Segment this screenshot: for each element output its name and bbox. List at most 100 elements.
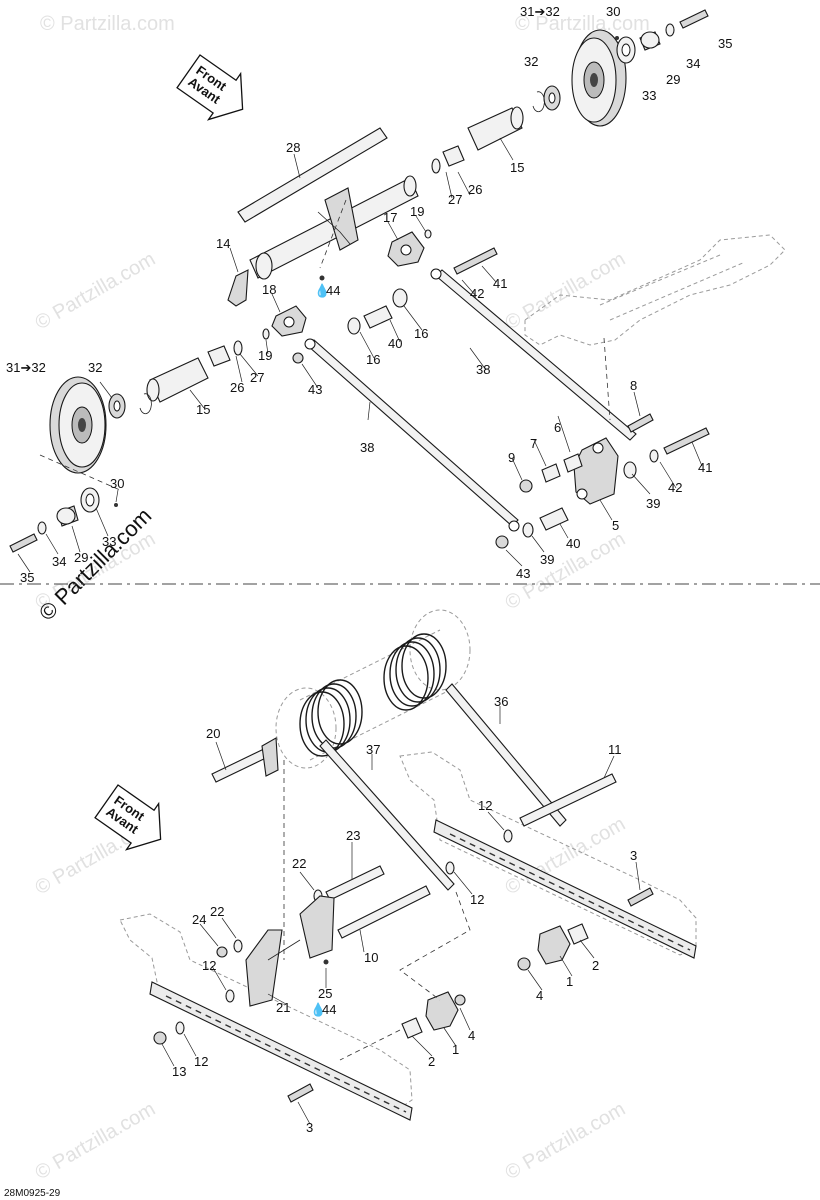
callout-4: 4 [468, 1028, 475, 1043]
spacer-40-top [363, 305, 393, 329]
bushing-2-a [567, 923, 589, 945]
bolt-41-top [453, 247, 498, 275]
shaft-23 [325, 865, 385, 901]
callout-2: 2 [592, 958, 599, 973]
pin-20 [211, 747, 271, 783]
washer-12-d [175, 1021, 185, 1035]
callout-27: 27 [448, 192, 462, 207]
rear-arm-outline [524, 234, 786, 346]
rocker-bracket-5 [573, 437, 619, 505]
lever-14 [227, 269, 249, 307]
nut-24 [216, 946, 228, 958]
callout-44: 44 [322, 1002, 336, 1017]
bolt-8 [627, 413, 654, 433]
callout-14: 14 [216, 236, 230, 251]
callout-26: 26 [468, 182, 482, 197]
callout-29: 29 [74, 550, 88, 565]
callout-22: 22 [210, 904, 224, 919]
callout-31-32: 31➔32 [6, 360, 46, 375]
callout-20: 20 [206, 726, 220, 741]
callout-19: 19 [410, 204, 424, 219]
callout-19: 19 [258, 348, 272, 363]
washer-34-right [665, 23, 675, 37]
slide-rail-right [433, 819, 697, 959]
bushing-26-right [442, 145, 465, 167]
setscrew-30-left [114, 503, 118, 507]
bolt-3-low [287, 1083, 314, 1103]
callout-34: 34 [52, 554, 66, 569]
pivot-bracket-18 [271, 305, 307, 337]
front-arrow-upper: Front Avant [176, 54, 244, 121]
ring-27-right [431, 158, 441, 174]
spacer-33-right [616, 36, 636, 64]
oil-drop-icon: 💧 [314, 283, 330, 298]
callout-42: 42 [470, 286, 484, 301]
callout-33: 33 [642, 88, 656, 103]
cap-29-left [56, 505, 79, 527]
nut-43-top [292, 352, 304, 364]
oil-drop-icon: 💧 [310, 1002, 326, 1017]
callout-5: 5 [612, 518, 619, 533]
axle-28 [237, 127, 388, 223]
bushing-7 [541, 463, 561, 483]
bushing-39-b [522, 522, 534, 538]
bearing-right [543, 85, 561, 111]
bushing-16-a [392, 288, 408, 308]
washer-12-b [445, 861, 455, 875]
callout-17: 17 [383, 210, 397, 225]
watermark-text: © Partzilla.com [40, 13, 175, 35]
bushing-6 [563, 453, 583, 473]
callout-18: 18 [262, 282, 276, 297]
callout-41: 41 [493, 276, 507, 291]
washer-12-c [225, 989, 235, 1003]
callout-25: 25 [318, 986, 332, 1001]
grease-fitting [319, 275, 325, 281]
nut-9 [519, 479, 533, 493]
callouts-lower: 36 20 37 11 12 23 3 22 12 22 24 10 2 12 … [172, 694, 637, 1135]
circlip-right [532, 91, 545, 113]
callout-36: 36 [494, 694, 508, 709]
washer-42-low [649, 449, 659, 463]
callout-13: 13 [172, 1064, 186, 1079]
nut-4-b [454, 994, 466, 1006]
callout-26: 26 [230, 380, 244, 395]
callouts-upper: 31➔32 30 35 32 34 29 33 28 15 27 26 17 1… [6, 4, 732, 585]
nut-43-low [495, 535, 509, 549]
washer-12-a [503, 829, 513, 843]
callout-34: 34 [686, 56, 700, 71]
callout-40: 40 [566, 536, 580, 551]
callout-39: 39 [540, 552, 554, 567]
callout-11: 11 [608, 742, 622, 757]
torsion-spring-assembly [275, 609, 471, 769]
callout-44: 44 [326, 283, 340, 298]
callout-37: 37 [366, 742, 380, 757]
watermark-text: © Partzilla.com [515, 13, 650, 35]
slide-rail-left [149, 981, 413, 1121]
callout-12: 12 [202, 958, 216, 973]
callout-41: 41 [698, 460, 712, 475]
shaft-11 [519, 773, 617, 827]
clip-19-mid [262, 328, 270, 340]
watermark-layer: © Partzilla.com © Partzilla.com © Partzi… [32, 13, 650, 1184]
spacer-tube-15-right [467, 107, 523, 151]
callout-16: 16 [414, 326, 428, 341]
callout-38: 38 [476, 362, 490, 377]
callout-23: 23 [346, 828, 360, 843]
callout-42: 42 [668, 480, 682, 495]
callout-8: 8 [630, 378, 637, 393]
bushing-16-b [347, 317, 361, 335]
callout-35: 35 [20, 570, 34, 585]
callout-31-32: 31➔32 [520, 4, 560, 19]
callout-43: 43 [516, 566, 530, 581]
spring-arm-37 [319, 739, 455, 891]
cross-shaft [249, 175, 419, 280]
callout-3: 3 [630, 848, 637, 863]
watermark-text: © Partzilla.com [502, 248, 630, 334]
callout-24: 24 [192, 912, 206, 927]
spring-arm-36 [445, 683, 567, 827]
rail-left-outline [119, 913, 413, 1109]
callout-9: 9 [508, 450, 515, 465]
callout-12: 12 [194, 1054, 208, 1069]
callout-22: 22 [292, 856, 306, 871]
